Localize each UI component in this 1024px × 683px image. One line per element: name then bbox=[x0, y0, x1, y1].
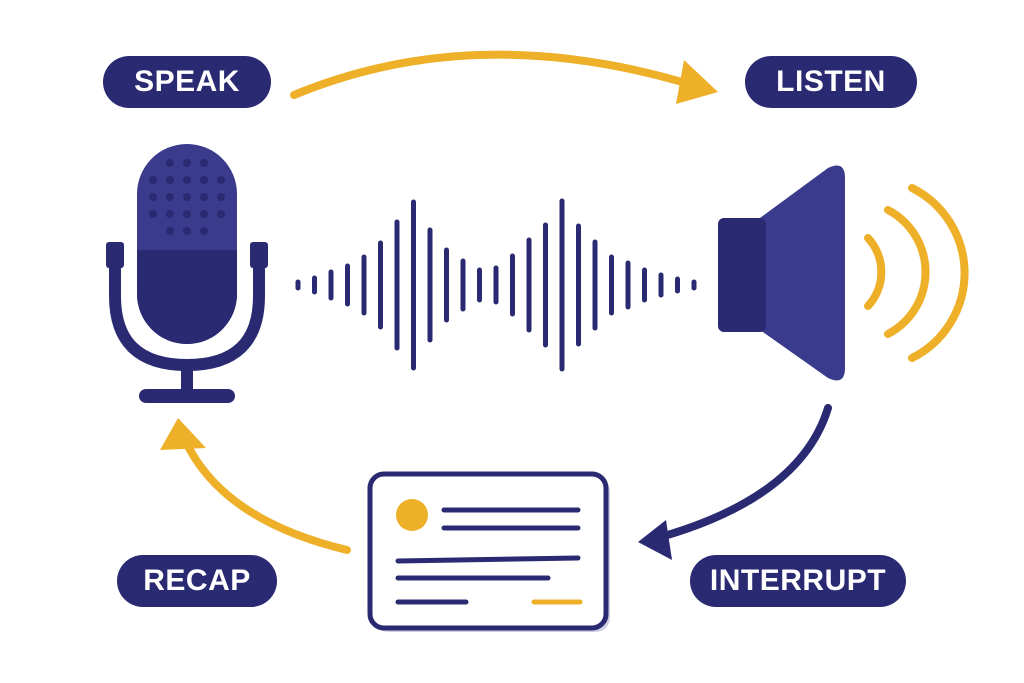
microphone-icon bbox=[106, 144, 268, 403]
mic-grille-dot bbox=[200, 210, 208, 218]
listen-to-interrupt-arrow bbox=[638, 404, 832, 560]
mic-grille-dot bbox=[166, 159, 174, 167]
mic-grille-dot bbox=[149, 210, 157, 218]
sound-wave-icon bbox=[295, 198, 697, 372]
listen-label: LISTEN bbox=[745, 56, 917, 108]
mic-grille-dot bbox=[183, 159, 191, 167]
mic-grille-dot bbox=[200, 193, 208, 201]
mic-grille-dot bbox=[149, 193, 157, 201]
mic-grille-dot bbox=[200, 227, 208, 235]
interrupt-label: INTERRUPT bbox=[690, 555, 906, 607]
speak-label: SPEAK bbox=[103, 56, 271, 108]
mic-grille-dot bbox=[217, 193, 225, 201]
mic-grille-dot bbox=[217, 210, 225, 218]
mic-grille-dot bbox=[200, 159, 208, 167]
transcript-card-icon bbox=[367, 471, 610, 632]
sound-waves-icon bbox=[864, 184, 969, 362]
mic-grille-dot bbox=[183, 227, 191, 235]
speak-to-listen-arrow bbox=[290, 50, 718, 104]
mic-grille-dot bbox=[166, 210, 174, 218]
mic-grille-dot bbox=[183, 176, 191, 184]
mic-grille-dot bbox=[149, 176, 157, 184]
mic-grille-dot bbox=[166, 227, 174, 235]
recap-label: RECAP bbox=[117, 555, 277, 607]
mic-grille-dot bbox=[183, 210, 191, 218]
mic-grille-dot bbox=[166, 193, 174, 201]
recap-to-speak-arrow bbox=[160, 418, 351, 554]
mic-grille-dot bbox=[200, 176, 208, 184]
mic-grille-dot bbox=[166, 176, 174, 184]
mic-grille-dot bbox=[183, 193, 191, 201]
speaker-icon bbox=[718, 165, 845, 381]
mic-grille-dot bbox=[217, 176, 225, 184]
